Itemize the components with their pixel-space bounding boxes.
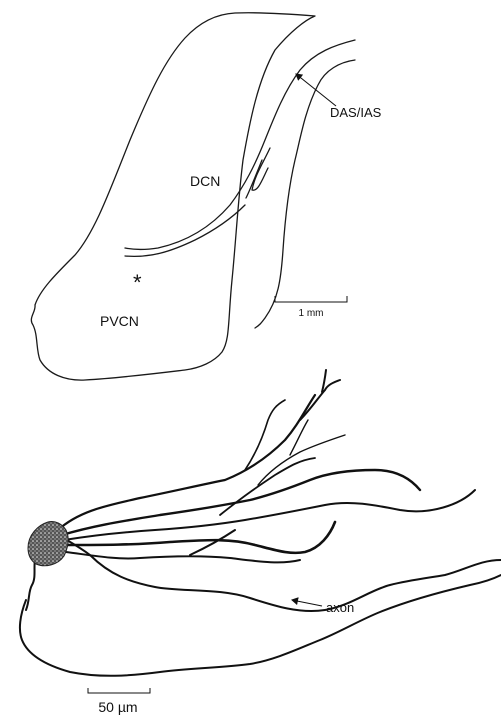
pvcn-inner-curve	[125, 205, 245, 256]
scale-bar-50um: 50 µm	[88, 688, 150, 715]
label-asterisk: *	[133, 270, 142, 295]
das-ias-inner-track	[125, 40, 355, 250]
das-ias-lower-track	[255, 60, 355, 328]
axon-lower-sweep	[20, 575, 501, 676]
inner-sliver	[252, 148, 270, 190]
scale-label-50um: 50 µm	[98, 699, 137, 715]
soma	[28, 521, 68, 565]
label-das-ias: DAS/IAS	[330, 105, 382, 120]
scale-label-1mm: 1 mm	[299, 308, 324, 319]
dendrite-mid-1	[62, 470, 420, 535]
dendrite-mid-4	[220, 458, 315, 515]
dendrite-upper-top	[300, 370, 340, 420]
label-axon: axon	[326, 600, 354, 615]
das-ias-arrow	[296, 74, 336, 106]
label-dcn: DCN	[190, 173, 220, 189]
label-pvcn: PVCN	[100, 313, 139, 329]
nucleus-outer-outline	[31, 13, 315, 380]
cochlear-nucleus-drawing: DAS/IAS DCN * PVCN 1 mm	[31, 13, 381, 380]
axon-arrow	[292, 600, 322, 606]
dendrite-upper-1	[58, 395, 315, 530]
dendrite-mid-2	[64, 490, 475, 540]
axon-path	[26, 525, 501, 611]
dendrite-upper-2	[245, 400, 285, 470]
scale-bar-1mm: 1 mm	[275, 296, 347, 319]
neuron-drawing: axon 50 µm	[20, 370, 501, 715]
